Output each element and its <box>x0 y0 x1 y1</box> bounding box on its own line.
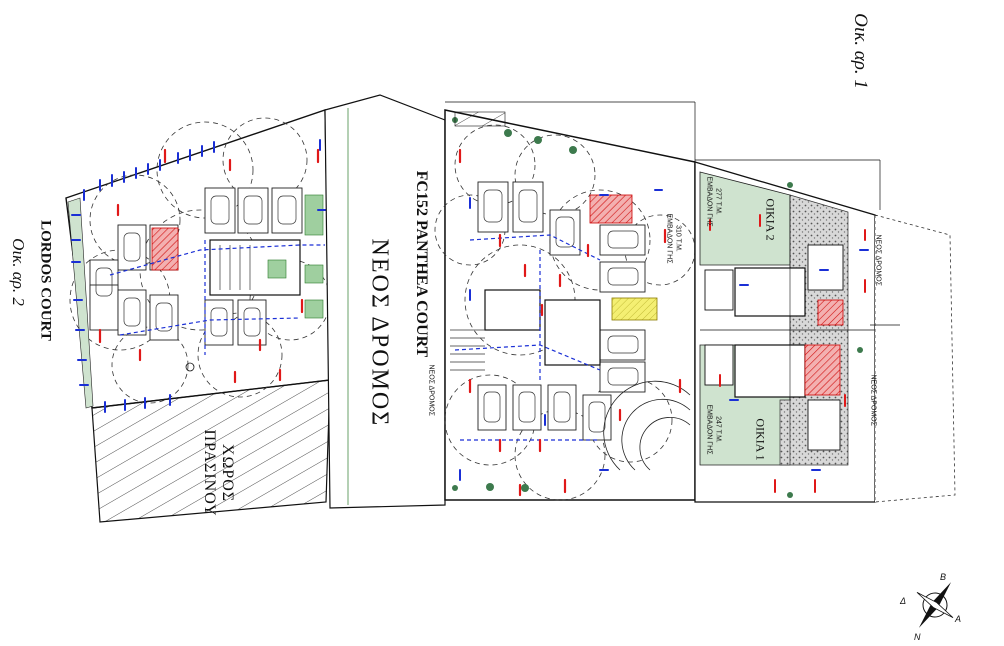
houses-plot <box>694 159 956 503</box>
new-road-strip <box>324 94 446 509</box>
new-road-small-label-3: ΝΕΟΣ ΔΡΟΜΟΣ <box>869 374 877 426</box>
house-2-label: ΟΙΚΙΑ 2 <box>763 198 778 241</box>
compass-letter-n: N <box>914 632 921 642</box>
lordos-court-label: LORDOS COURT <box>37 220 54 341</box>
house-1-label: ΟΙΚΙΑ 1 <box>753 418 768 461</box>
new-road-small-label-2: ΝΕΟΣ ΔΡΟΜΟΣ <box>874 234 882 286</box>
house-2-area-caption: ΕΜΒΑΔΟΝ ΓΗΣ <box>705 176 713 227</box>
house-2-area: 277 Τ.Μ. <box>714 188 722 215</box>
compass-letter-b: B <box>940 572 947 582</box>
plot-1-label: Οικ. αρ. 1 <box>850 13 871 89</box>
panthea-court-plot <box>434 101 696 501</box>
lordos-court-plot <box>65 109 331 523</box>
mid-area: 310 Τ.Μ. <box>674 225 682 252</box>
panthea-court-label: FC152 PANTHEA COURT <box>413 170 430 358</box>
compass-letter-d: Δ <box>900 596 907 606</box>
green-space-area <box>91 379 331 523</box>
plot-2-label: Οικ. αρ. 2 <box>9 238 28 306</box>
north-compass <box>916 582 954 628</box>
house-1-area-caption: ΕΜΒΑΔΟΝ ΓΗΣ <box>705 404 713 455</box>
mid-area-caption: ΕΜΒΑΔΟΝ ΓΗΣ <box>665 213 673 264</box>
compass-letter-a: A <box>955 614 962 624</box>
green-space-label: ΧΩΡΟΣ ΠΡΑΣΙΝΟΥ <box>201 429 236 517</box>
new-road-label: ΝΕΟΣ ΔΡΟΜΟΣ <box>366 238 393 428</box>
yellow-zone <box>611 297 658 321</box>
new-road-small-label-1: ΝΕΟΣ ΔΡΟΜΟΣ <box>427 364 435 416</box>
house-1-area: 247 Τ.Μ. <box>714 416 722 443</box>
